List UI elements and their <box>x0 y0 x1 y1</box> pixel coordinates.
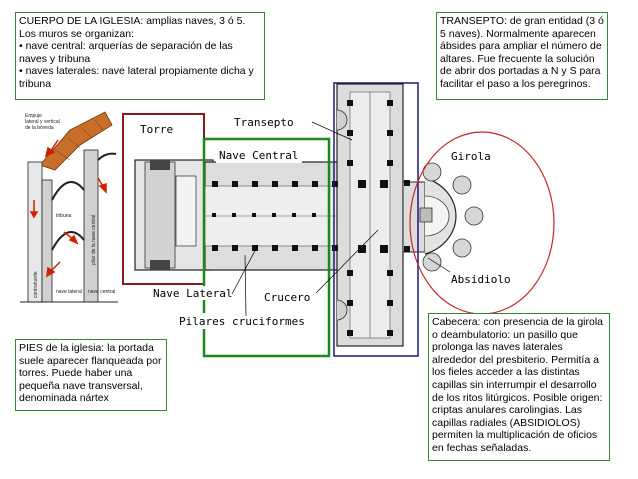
svg-text:Empuje: Empuje <box>25 113 42 119</box>
cuerpo-line-1: CUERPO DE LA IGLESIA: amplias naves, 3 ó… <box>19 15 246 27</box>
label-pilares: Pilares cruciformes <box>179 315 305 328</box>
cuerpo-line-4: • naves laterales: nave lateral propiame… <box>19 65 254 90</box>
label-crucero: Crucero <box>264 291 310 304</box>
label-girola: Girola <box>451 150 491 163</box>
label-torre: Torre <box>140 123 173 136</box>
svg-text:lateral y vertical: lateral y vertical <box>25 119 60 125</box>
svg-text:contrafuerte: contrafuerte <box>33 271 39 298</box>
transepto-text: TRANSEPTO: de gran entidad (3 ó 5 naves)… <box>440 15 604 90</box>
label-nave-lateral: Nave Lateral <box>153 287 232 300</box>
section-drawing: Empuje lateral y vertical de la bóveda t… <box>20 111 118 303</box>
pies-text: PIES de la iglesia: la portada suele apa… <box>19 342 162 405</box>
leader-lines <box>231 121 451 317</box>
transepto-box: TRANSEPTO: de gran entidad (3 ó 5 naves)… <box>436 12 608 100</box>
svg-text:de la bóveda: de la bóveda <box>25 125 54 131</box>
pies-iglesia-box: PIES de la iglesia: la portada suele apa… <box>15 339 167 411</box>
svg-text:tribuna: tribuna <box>56 213 72 219</box>
label-transepto: Transepto <box>234 116 294 129</box>
svg-text:nave central: nave central <box>88 289 115 295</box>
svg-text:pilar de la nave central: pilar de la nave central <box>91 215 97 265</box>
cuerpo-iglesia-box: CUERPO DE LA IGLESIA: amplias naves, 3 ó… <box>15 12 265 100</box>
label-nave-central: Nave Central <box>219 149 298 162</box>
label-absidiolo: Absidiolo <box>451 273 511 286</box>
svg-text:nave lateral: nave lateral <box>56 289 82 295</box>
cuerpo-line-3: • nave central: arquerías de separación … <box>19 40 233 65</box>
floor-plan <box>134 83 484 347</box>
nave-central-frame <box>202 137 331 358</box>
cuerpo-line-2: Los muros se organizan: <box>19 27 134 40</box>
transepto-frame <box>333 82 419 357</box>
cabecera-text: Cabecera: con presencia de la girola o d… <box>432 316 604 454</box>
cabecera-box: Cabecera: con presencia de la girola o d… <box>428 313 610 461</box>
